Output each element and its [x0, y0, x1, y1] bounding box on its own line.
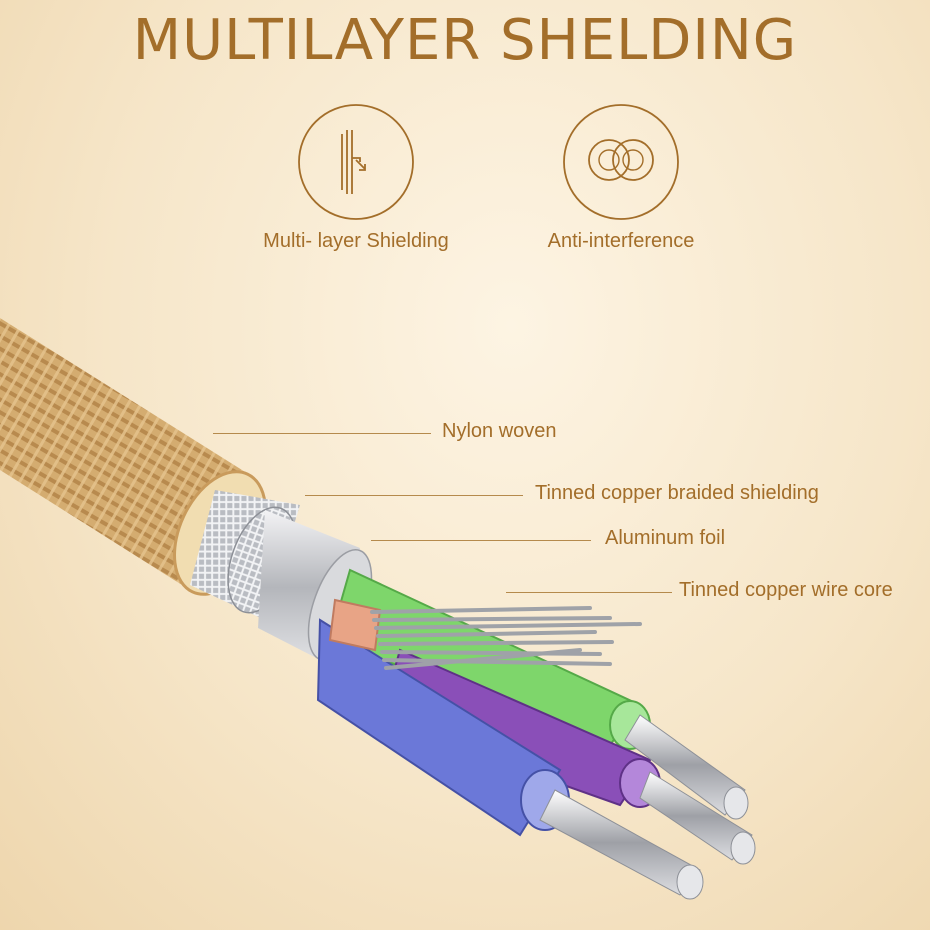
callout-line-core	[506, 592, 672, 593]
callout-wire-core: Tinned copper wire core	[679, 579, 893, 601]
callout-aluminum-foil: Aluminum foil	[605, 527, 726, 549]
feature-anti-interference: Anti-interference	[501, 102, 741, 253]
callout-line-braid	[305, 495, 523, 496]
center-wire-strands	[370, 606, 642, 670]
feature-label: Anti-interference	[547, 230, 695, 252]
conductor-cores	[539, 714, 756, 900]
callout-nylon-woven: Nylon woven	[442, 420, 557, 442]
layers-shield-icon	[298, 104, 414, 220]
callout-braided-shielding: Tinned copper braided shielding	[535, 482, 819, 504]
feature-multilayer-shielding: Multi- layer Shielding	[236, 102, 476, 253]
interlocking-rings-icon	[563, 104, 679, 220]
feature-label: Multi- layer Shielding	[263, 230, 449, 252]
callout-line-foil	[371, 540, 591, 541]
page-title: MULTILAYER SHELDING	[132, 8, 798, 73]
cable-cross-section-illustration	[0, 318, 756, 900]
callout-line-nylon	[213, 433, 431, 434]
